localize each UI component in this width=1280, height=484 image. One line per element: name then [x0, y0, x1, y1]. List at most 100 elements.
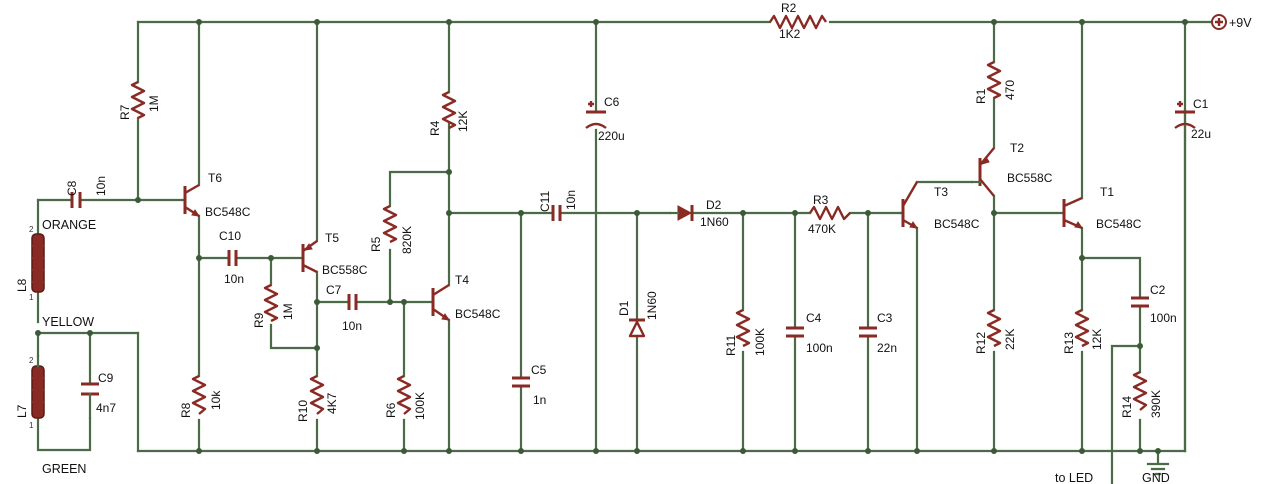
c1-ref: C1 — [1193, 97, 1209, 111]
l7-pin-1: 1 — [29, 421, 34, 430]
t2-type: BC558C — [1007, 171, 1053, 185]
diode-d2 — [668, 205, 694, 221]
c2-ref: C2 — [1150, 283, 1166, 297]
resistor-r9 — [263, 283, 279, 323]
labels: +9V GND to LED ORANGE YELLOW GREEN R2 1K… — [15, 1, 1252, 484]
resistor-r4 — [441, 90, 457, 130]
r14-value: 390K — [1149, 390, 1163, 418]
c2-value: 100n — [1150, 311, 1177, 325]
r10-ref: R10 — [296, 400, 310, 422]
transistor-t6 — [183, 183, 201, 218]
capacitor-c2 — [1131, 296, 1149, 308]
supply-terminal — [1211, 14, 1227, 30]
output-label: to LED — [1055, 471, 1093, 484]
resistor-r6 — [396, 374, 412, 415]
capacitor-c7 — [347, 294, 358, 310]
c4-value: 100n — [806, 341, 833, 355]
c11-value: 10n — [564, 190, 578, 210]
r4-ref: R4 — [428, 120, 442, 136]
c1-value: 22u — [1191, 127, 1211, 141]
c7-value: 10n — [342, 319, 362, 333]
ground-label: GND — [1142, 471, 1170, 484]
c6-value: 220u — [598, 129, 625, 143]
capacitor-c3 — [859, 326, 877, 338]
transistor-t1 — [1062, 196, 1084, 230]
c10-value: 10n — [224, 272, 244, 286]
l8-pin-2: 2 — [29, 225, 34, 234]
capacitor-c5 — [512, 376, 530, 388]
c8-ref: C8 — [65, 180, 79, 196]
c3-ref: C3 — [877, 311, 893, 325]
r7-value: 1M — [147, 95, 161, 112]
c5-value: 1n — [533, 393, 546, 407]
l7-ref: L7 — [15, 404, 29, 418]
resistor-r11 — [735, 308, 751, 348]
t6-type: BC548C — [205, 205, 251, 219]
capacitor-c8 — [70, 192, 82, 208]
l8-ref: L8 — [15, 278, 29, 292]
capacitor-c6 — [585, 101, 607, 129]
t2-ref: T2 — [1010, 141, 1024, 155]
t4-type: BC548C — [455, 307, 501, 321]
resistor-r5 — [382, 204, 398, 244]
l8-pin-1: 1 — [29, 293, 34, 302]
c6-ref: C6 — [604, 95, 620, 109]
c8-value: 10n — [94, 176, 108, 196]
resistor-r13 — [1074, 308, 1090, 348]
resistor-r10 — [309, 374, 325, 415]
r8-value: 10k — [209, 390, 223, 410]
c7-ref: C7 — [326, 283, 342, 297]
capacitor-c11 — [551, 205, 562, 221]
c10-ref: C10 — [219, 229, 241, 243]
r12-value: 22K — [1003, 329, 1017, 350]
r1-ref: R1 — [974, 88, 988, 104]
diode-d1 — [628, 318, 646, 338]
r6-ref: R6 — [384, 402, 398, 418]
t3-ref: T3 — [934, 185, 948, 199]
resistor-r1 — [986, 60, 1002, 100]
c11-ref: C11 — [538, 191, 552, 212]
d1-ref: D1 — [617, 300, 631, 316]
c3-value: 22n — [877, 341, 897, 355]
wire-orange-label: ORANGE — [42, 218, 96, 232]
capacitor-c10 — [227, 250, 238, 266]
r6-value: 100K — [413, 392, 427, 420]
r11-ref: R11 — [724, 335, 738, 356]
transistor-t2 — [970, 147, 995, 197]
t1-ref: T1 — [1100, 185, 1114, 199]
t1-type: BC548C — [1096, 217, 1142, 231]
c9-ref: C9 — [98, 371, 114, 385]
inductor-l7 — [31, 354, 45, 419]
r1-value: 470 — [1003, 80, 1017, 100]
r7-ref: R7 — [118, 104, 132, 120]
r2-ref: R2 — [781, 1, 797, 15]
resistor-r8 — [191, 374, 207, 415]
r9-value: 1M — [281, 303, 295, 320]
r12-ref: R12 — [974, 332, 988, 354]
capacitor-c1 — [1174, 101, 1196, 453]
c9-value: 4n7 — [96, 401, 116, 415]
t4-ref: T4 — [455, 273, 469, 287]
transistor-t5 — [301, 240, 318, 274]
junctions — [35, 19, 1188, 454]
wire-yellow-label: YELLOW — [42, 315, 94, 329]
r9-ref: R9 — [252, 312, 266, 328]
t6-ref: T6 — [208, 171, 222, 185]
wire-green-label: GREEN — [42, 462, 86, 476]
r4-value: 12K — [456, 111, 470, 132]
r3-value: 470K — [808, 222, 836, 236]
transistor-t4 — [431, 283, 451, 321]
r5-value: 820K — [400, 226, 414, 254]
inductor-l8 — [31, 233, 45, 293]
d2-value: 1N60 — [700, 215, 729, 229]
r13-ref: R13 — [1062, 332, 1076, 354]
resistor-r14 — [1132, 370, 1148, 411]
resistor-r2 — [769, 14, 827, 30]
d2-ref: D2 — [706, 198, 722, 212]
supply-label: +9V — [1229, 16, 1252, 30]
t5-ref: T5 — [325, 231, 339, 245]
r14-ref: R14 — [1120, 396, 1134, 418]
t5-type: BC558C — [322, 263, 368, 277]
r3-ref: R3 — [813, 193, 829, 207]
